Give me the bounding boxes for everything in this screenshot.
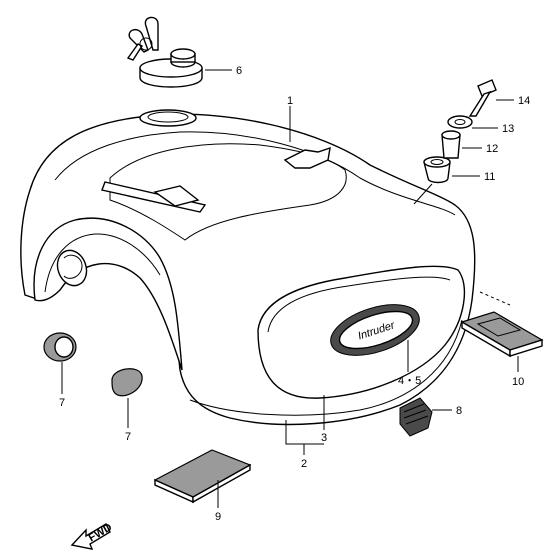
callout-14: 14 — [518, 95, 530, 107]
callout-11: 11 — [484, 171, 495, 183]
cushion-round-a — [43, 332, 77, 394]
grommet — [399, 397, 452, 437]
callout-3: 3 — [321, 432, 327, 444]
fuel-tank: Intruder — [20, 109, 476, 426]
washer — [447, 115, 498, 129]
callout-9: 9 — [215, 511, 221, 523]
callout-2: 2 — [301, 458, 307, 470]
callout-12: 12 — [486, 143, 498, 155]
callout-8: 8 — [456, 405, 462, 417]
callout-10: 10 — [512, 376, 524, 388]
forward-arrow-icon: FWD — [70, 521, 115, 550]
callout-7a: 7 — [59, 397, 65, 409]
fuel-cap — [126, 16, 232, 88]
bolt — [468, 79, 514, 117]
callout-7b: 7 — [125, 431, 131, 443]
rubber-pad — [153, 449, 252, 508]
callout-6: 6 — [236, 65, 242, 77]
bushing — [423, 156, 480, 184]
collar — [441, 130, 482, 159]
fwd-label: FWD — [87, 521, 115, 544]
callout-13: 13 — [502, 123, 514, 135]
cushion-round-b — [111, 368, 143, 428]
rear-mount-pad — [460, 291, 544, 372]
callout-4-5: 4・5 — [398, 375, 421, 387]
callout-1: 1 — [287, 95, 293, 107]
